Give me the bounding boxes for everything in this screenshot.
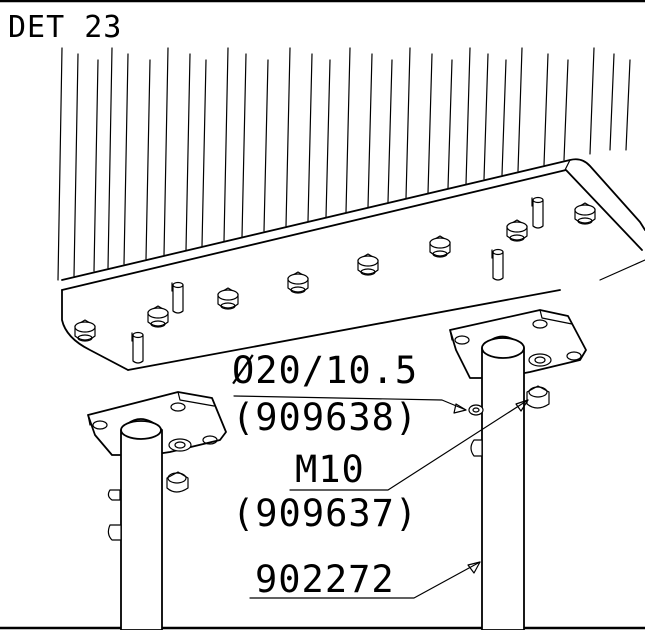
washer-size-label: Ø20/10.5 <box>232 349 418 392</box>
mounting-pin-group <box>131 196 544 364</box>
washer-part-label: (909638) <box>232 396 418 439</box>
cabinet-base-plate <box>61 158 645 371</box>
cabinet-rib <box>107 47 113 269</box>
cabinet-rib <box>57 47 63 281</box>
cabinet-rib <box>609 53 615 151</box>
cabinet-rib <box>145 59 151 260</box>
cabinet-rib <box>517 47 523 172</box>
leader-lines <box>233 395 529 599</box>
hex-bolt-icon <box>147 305 169 328</box>
cabinet-rib <box>427 53 433 194</box>
cabinet-rib <box>543 53 549 166</box>
left-leg <box>87 391 227 630</box>
cabinet-rib <box>123 53 129 265</box>
hex-bolt-icon <box>506 219 528 242</box>
cabinet-ribbed-body <box>57 47 631 281</box>
cabinet-rib <box>447 59 453 189</box>
hex-bolt-icon <box>217 287 239 310</box>
cabinet-rib <box>285 47 291 227</box>
plate-bolt-group <box>74 202 596 342</box>
hex-bolt-icon <box>574 202 596 225</box>
cabinet-rib <box>73 53 79 277</box>
right-leg-washer <box>528 353 552 367</box>
pin-icon <box>491 248 504 281</box>
cabinet-rib <box>325 59 331 218</box>
nut-size-label: M10 <box>295 448 365 491</box>
callout-labels: Ø20/10.5 (909638) M10 (909637) 902272 <box>232 349 418 601</box>
cabinet-rib <box>367 53 373 208</box>
pin-icon <box>171 281 184 314</box>
cabinet-rib <box>185 53 191 251</box>
left-leg-nut <box>166 471 189 493</box>
cabinet-rib <box>263 59 269 232</box>
cabinet-rib <box>465 47 471 185</box>
cabinet-rib <box>501 59 507 176</box>
right-leg-left-washer <box>468 404 484 416</box>
left-leg-washer <box>168 438 192 452</box>
nut-part-label: (909637) <box>232 492 418 535</box>
pin-icon <box>131 331 144 364</box>
cabinet-rib <box>387 59 393 203</box>
hex-bolt-icon <box>429 235 451 258</box>
hex-bolt-icon <box>357 253 379 276</box>
cabinet-rib <box>93 59 99 272</box>
pin-icon <box>531 196 544 229</box>
hex-bolt-icon <box>287 271 309 294</box>
cabinet-rib <box>201 59 207 247</box>
cabinet-rib <box>345 47 351 213</box>
cabinet-rib <box>625 59 631 151</box>
cabinet-rib <box>589 47 595 155</box>
hex-bolt-icon <box>74 319 96 342</box>
cabinet-rib <box>241 53 247 238</box>
right-leg <box>449 309 587 630</box>
cabinet-rib <box>563 59 569 161</box>
right-leg-nut <box>526 385 550 409</box>
cabinet-rib <box>405 47 411 199</box>
leg-part-label: 902272 <box>255 558 395 601</box>
cabinet-rib <box>223 47 229 242</box>
cabinet-rib <box>307 53 313 222</box>
cabinet-rib <box>483 53 489 180</box>
cabinet-rib <box>163 47 169 256</box>
detail-title: DET 23 <box>8 10 122 45</box>
